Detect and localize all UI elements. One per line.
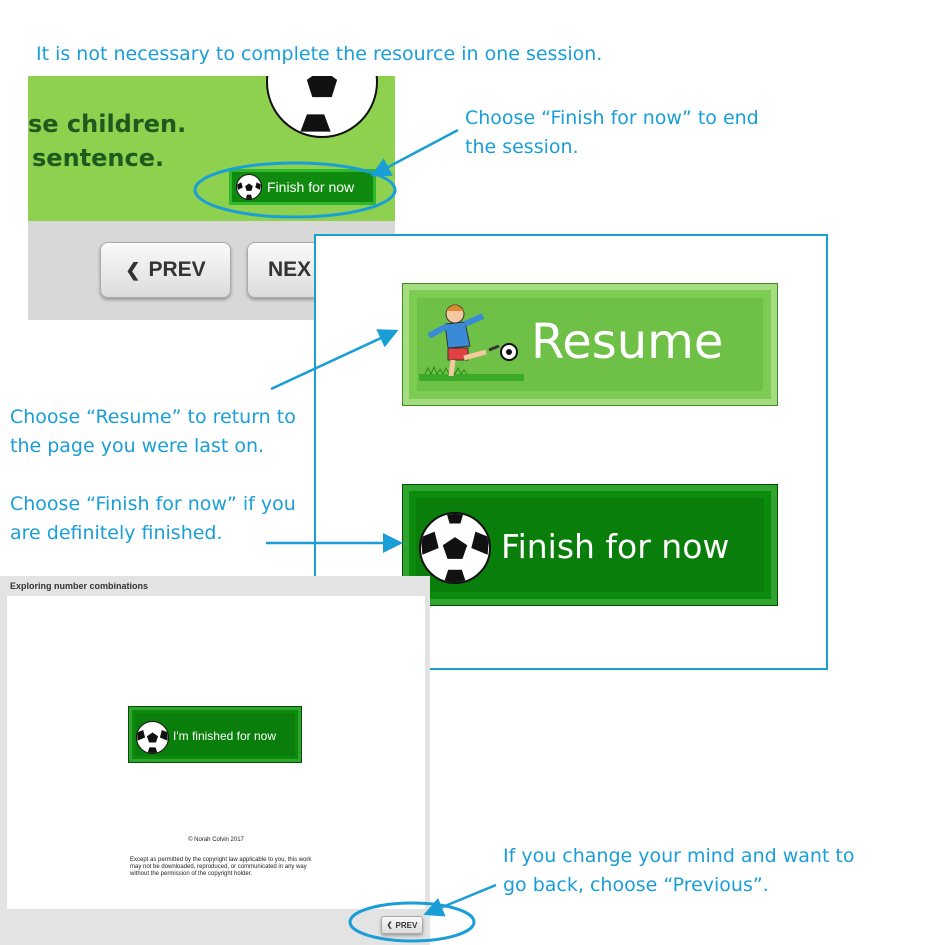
copyright-notice: Except as permitted by the copyright law… [130,857,311,878]
caption-finish-end-2: the session. [465,136,579,158]
snippet-line1: se children. [28,110,187,138]
finish-for-now-label: Finish for now [501,527,730,566]
caption-previous-1: If you change your mind and want to [503,845,855,867]
snippet-finish-button[interactable]: Finish for now [229,169,376,205]
caption-finished-2: are definitely finished. [10,522,223,544]
soccer-ball-icon [236,174,262,200]
snippet-line2: sentence. [32,144,165,172]
caption-finished-1: Choose “Finish for now” if you [10,493,296,515]
boy-kicking-ball-icon [419,304,524,381]
resume-button[interactable]: Resume [402,283,778,406]
chevron-left-icon: ❮ [386,922,393,929]
chevron-left-icon: ❮ [125,259,141,280]
caption-resume-2: the page you were last on. [10,435,265,457]
snippet-next-label: NEX [268,258,312,281]
im-finished-label: I'm finished for now [173,729,277,743]
snippet-prev-label: PREV [148,258,206,281]
copyright-text: © Norah Colvin 2017 [188,837,244,843]
soccer-ball-icon [136,721,169,754]
snippet-green-panel: se children. sentence. [28,76,395,221]
final-page-screenshot: Exploring number combinations I'm finish… [0,576,430,945]
final-page-title: Exploring number combinations [10,581,149,591]
soccer-ball-icon [419,512,491,584]
finish-for-now-button[interactable]: Finish for now [402,484,778,606]
notice-line-3: without the permission of the copyright … [130,871,253,877]
resume-label: Resume [531,314,724,370]
notice-line-2: may not be downloaded, reproduced, or co… [130,864,307,870]
arrow-icon [423,883,497,917]
soccer-ball-icon [266,76,378,138]
snippet-finish-label: Finish for now [267,179,355,195]
final-page-content: I'm finished for now © Norah Colvin 2017… [7,596,425,909]
im-finished-button[interactable]: I'm finished for now [128,706,302,763]
caption-top: It is not necessary to complete the reso… [36,43,603,65]
notice-line-1: Except as permitted by the copyright law… [130,857,312,863]
final-prev-button[interactable]: ❮ PREV [381,916,423,934]
snippet-prev-button[interactable]: ❮ PREV [100,242,231,298]
caption-finish-end-1: Choose “Finish for now” to end [465,107,759,129]
caption-previous-2: go back, choose “Previous”. [503,874,769,896]
final-prev-label: PREV [395,920,418,930]
caption-resume-1: Choose “Resume” to return to [10,406,296,428]
